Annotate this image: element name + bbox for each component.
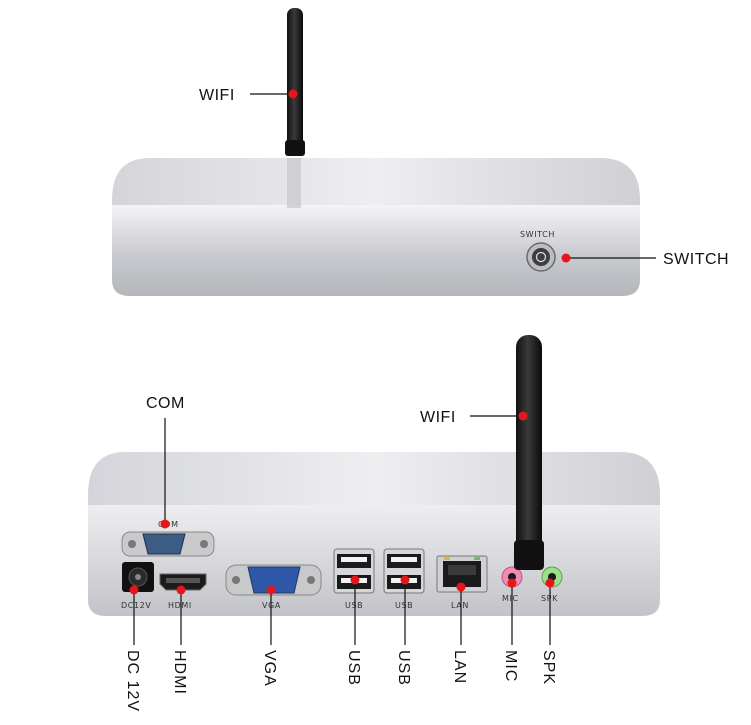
wifi-callout-top (250, 89, 298, 99)
dc-print: DC12V (121, 601, 151, 610)
hdmi-label: HDMI (171, 650, 188, 695)
mini-pc-front-view (112, 8, 640, 296)
mic-marker (507, 578, 517, 588)
usb-port-stack-2[interactable] (383, 548, 425, 594)
com-callout (160, 418, 170, 529)
com-label: COM (146, 395, 185, 412)
mic-print: MIC (502, 594, 519, 603)
lan-print: LAN (451, 601, 469, 610)
switch-print: SWITCH (520, 230, 555, 239)
vga-label: VGA (261, 650, 278, 687)
port-markers (129, 575, 555, 595)
lan-label: LAN (451, 650, 468, 684)
lan-port[interactable] (436, 555, 488, 593)
usb1-print: USB (345, 601, 363, 610)
lan-marker (456, 582, 466, 592)
antenna-base (285, 140, 305, 156)
usb1-label: USB (345, 650, 362, 686)
spk-marker (545, 578, 555, 588)
dc-jack[interactable] (122, 562, 154, 592)
wifi-label-top: WIFI (199, 87, 235, 104)
usb1-marker (350, 575, 360, 585)
spk-label: SPK (540, 650, 557, 685)
switch-label: SWITCH (663, 251, 729, 268)
antenna-reflection (287, 158, 301, 208)
spk-print: SPK (541, 594, 558, 603)
com-port[interactable] (121, 531, 215, 557)
wifi-label-rear: WIFI (420, 409, 456, 426)
wifi-antenna (287, 8, 303, 156)
vga-port[interactable] (225, 564, 322, 596)
rear-chassis-top-face (88, 452, 660, 510)
vga-marker (266, 585, 276, 595)
dc-label: DC 12V (124, 650, 141, 712)
dc-marker (129, 585, 139, 595)
wifi-antenna-rear (514, 335, 544, 570)
usb2-print: USB (395, 601, 413, 610)
chassis-front-face (112, 205, 640, 296)
power-icon (535, 251, 547, 263)
mic-label: MIC (502, 650, 519, 682)
power-switch[interactable] (526, 242, 556, 272)
wifi-callout-rear (470, 411, 528, 421)
hdmi-marker (176, 585, 186, 595)
switch-callout (561, 253, 656, 263)
usb2-label: USB (395, 650, 412, 686)
hdmi-port[interactable] (159, 573, 207, 591)
chassis-top-face (112, 158, 640, 212)
usb-port-stack-1[interactable] (333, 548, 375, 594)
port-leader-lines (133, 580, 551, 645)
hdmi-print: HDMI (168, 601, 192, 610)
usb2-marker (400, 575, 410, 585)
